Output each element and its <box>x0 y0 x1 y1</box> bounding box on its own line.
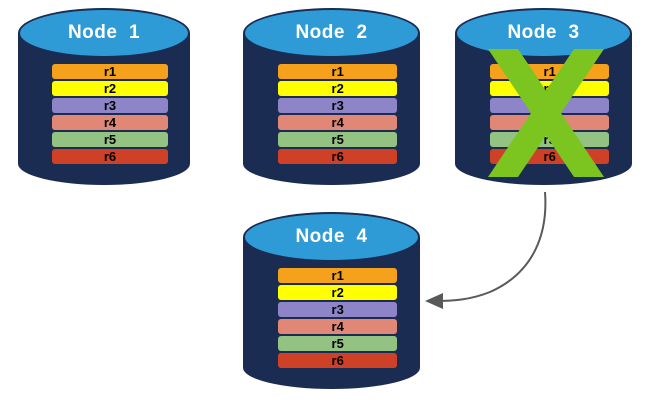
node-4-record-list: r1 r2 r3 r4 r5 r6 <box>278 268 397 368</box>
record-label: r6 <box>543 149 556 164</box>
node-1-record-list: r1 r2 r3 r4 r5 r6 <box>52 64 168 164</box>
node-2-record-r2[interactable]: r2 <box>278 81 397 96</box>
record-label: r5 <box>103 132 117 147</box>
node-4-record-r2[interactable]: r2 <box>278 285 397 300</box>
record-label: r1 <box>331 64 344 79</box>
record-label: r5 <box>331 336 344 351</box>
record-label: r1 <box>543 64 556 79</box>
node-2-record-r6[interactable]: r6 <box>278 149 397 164</box>
node-2-record-r5[interactable]: r5 <box>278 132 397 147</box>
record-label: r4 <box>103 115 117 130</box>
node-4-record-r1[interactable]: r1 <box>278 268 397 283</box>
replication-arrow-node3-to-node4 <box>425 191 547 309</box>
node-2-title: Node 2 <box>295 22 368 43</box>
node-2-record-r1[interactable]: r1 <box>278 64 397 79</box>
node-3-record-list: r1 r2 r3 r4 r5 r6 <box>490 64 609 164</box>
node-3-record-r1[interactable]: r1 <box>490 64 609 79</box>
record-label: r6 <box>103 149 117 164</box>
node-3-record-r3[interactable]: r3 <box>490 98 609 113</box>
node-3-title: Node 3 <box>507 22 580 43</box>
record-label: r5 <box>331 132 344 147</box>
record-label: r1 <box>103 64 117 79</box>
record-label: r3 <box>543 98 556 113</box>
node-1-title: Node 1 <box>67 22 141 43</box>
node-4-record-r3[interactable]: r3 <box>278 302 397 317</box>
node-4-cylinder-top <box>243 212 420 262</box>
database-node-3[interactable]: Node 3 r1 r2 r3 r4 r5 r6 <box>455 8 632 185</box>
node-3-record-r6[interactable]: r6 <box>490 149 609 164</box>
database-node-2[interactable]: Node 2 r1 r2 r3 r4 r5 r6 <box>243 8 420 185</box>
node-3-record-r4[interactable]: r4 <box>490 115 609 130</box>
node-4-record-r4[interactable]: r4 <box>278 319 397 334</box>
node-3-record-r2[interactable]: r2 <box>490 81 609 96</box>
database-node-1[interactable]: Node 1 r1 r2 r3 r4 r5 r6 <box>18 8 190 185</box>
record-label: r3 <box>331 302 344 317</box>
node-1-cylinder-top <box>18 8 190 58</box>
node-2-record-r3[interactable]: r3 <box>278 98 397 113</box>
record-label: r4 <box>331 115 344 130</box>
record-label: r5 <box>543 132 556 147</box>
record-label: r6 <box>331 149 344 164</box>
record-label: r4 <box>543 115 556 130</box>
record-label: r6 <box>331 353 344 368</box>
node-1-record-r2[interactable]: r2 <box>52 81 168 96</box>
record-label: r2 <box>331 81 344 96</box>
node-4-record-r5[interactable]: r5 <box>278 336 397 351</box>
record-label: r3 <box>103 98 117 113</box>
node-2-record-r4[interactable]: r4 <box>278 115 397 130</box>
node-4-record-r6[interactable]: r6 <box>278 353 397 368</box>
record-label: r2 <box>103 81 117 96</box>
node-1-record-r1[interactable]: r1 <box>52 64 168 79</box>
record-label: r1 <box>331 268 344 283</box>
record-label: r2 <box>331 285 344 300</box>
node-2-cylinder-top <box>243 8 420 58</box>
node-1-record-r3[interactable]: r3 <box>52 98 168 113</box>
record-label: r4 <box>331 319 344 334</box>
record-label: r2 <box>543 81 556 96</box>
record-label: r3 <box>331 98 344 113</box>
node-3-record-r5[interactable]: r5 <box>490 132 609 147</box>
node-1-record-r6[interactable]: r6 <box>52 149 168 164</box>
database-node-4[interactable]: Node 4 r1 r2 r3 r4 r5 r6 <box>243 212 420 389</box>
node-1-record-r5[interactable]: r5 <box>52 132 168 147</box>
node-1-record-r4[interactable]: r4 <box>52 115 168 130</box>
node-4-title: Node 4 <box>295 226 368 247</box>
node-2-record-list: r1 r2 r3 r4 r5 r6 <box>278 64 397 164</box>
